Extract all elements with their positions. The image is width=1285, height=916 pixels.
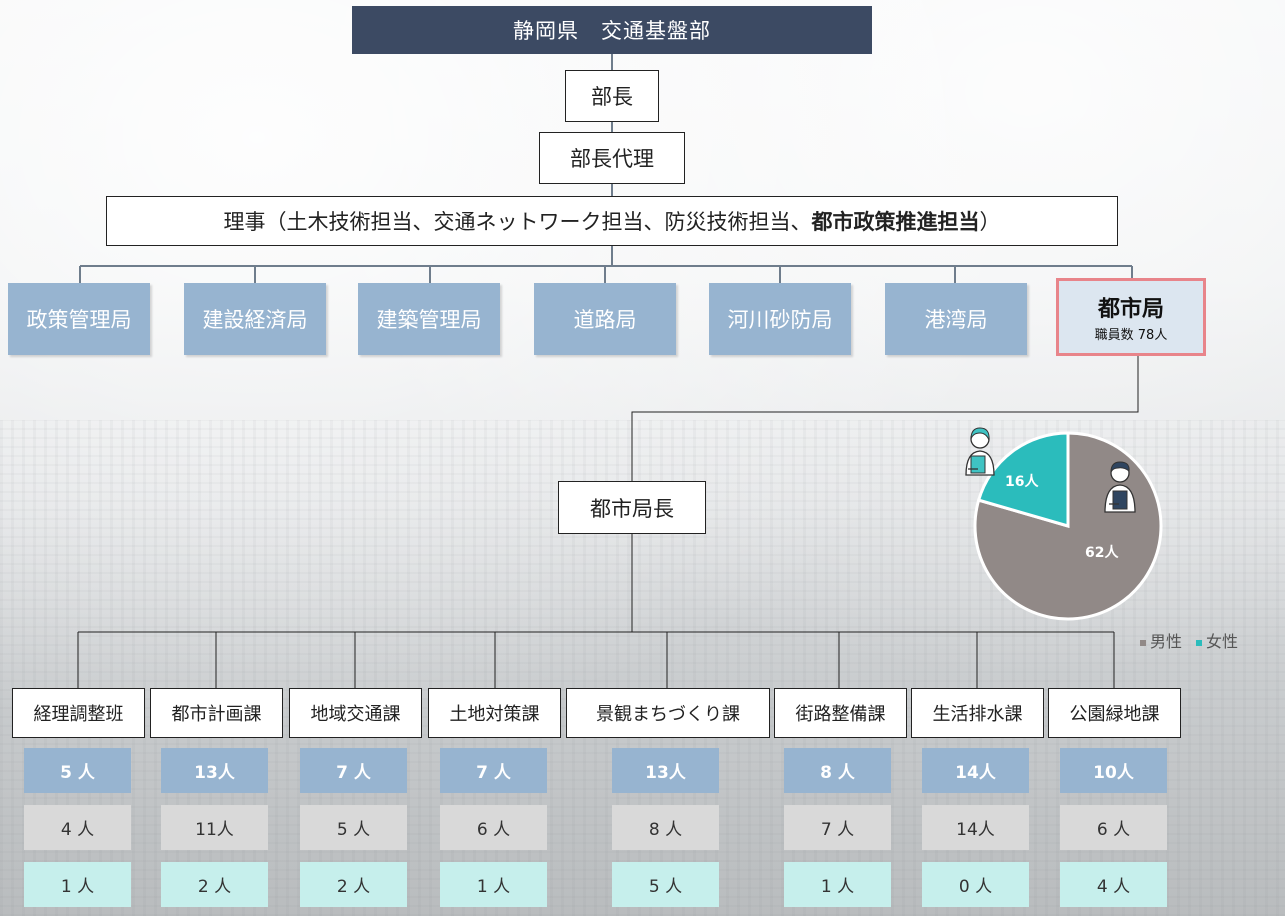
executive-prefix: 理事（土木技術担当、交通ネットワーク担当、防災技術担当、 — [223, 210, 812, 234]
bureau-rivers-erosion: 河川砂防局 — [709, 283, 851, 355]
section-wastewater-total: 14人 — [922, 748, 1029, 793]
deputy-director-box: 部長代理 — [539, 132, 685, 184]
bureau-policy-management: 政策管理局 — [8, 283, 150, 355]
bureau-building-management: 建築管理局 — [358, 283, 500, 355]
section-street-development: 街路整備課 — [774, 688, 907, 738]
section-parks-greenery-total: 10人 — [1060, 748, 1167, 793]
director-box: 部長 — [565, 70, 659, 122]
city-bureau-staff-count: 職員数 78人 — [1094, 328, 1168, 343]
executive-suffix: ） — [979, 210, 1001, 234]
section-accounting: 経理調整班 — [12, 688, 145, 738]
pie-label-female: 16人 — [1005, 474, 1039, 490]
section-landscape-community: 景観まちづくり課 — [566, 688, 770, 738]
legend-label-male: 男性 — [1150, 632, 1183, 651]
section-land-policy: 土地対策課 — [428, 688, 561, 738]
bureau-roads: 道路局 — [534, 283, 676, 355]
section-city-planning-female: 2 人 — [161, 862, 268, 907]
section-landscape-community-female: 5 人 — [612, 862, 719, 907]
section-landscape-community-total: 13人 — [612, 748, 719, 793]
city-bureau-head-box: 都市局長 — [558, 481, 706, 534]
bureau-city-highlight: 都市局 職員数 78人 — [1056, 278, 1206, 356]
section-land-policy-male: 6 人 — [440, 805, 547, 850]
legend-label-female: 女性 — [1206, 632, 1239, 651]
section-city-planning-total: 13人 — [161, 748, 268, 793]
department-title: 静岡県 交通基盤部 — [352, 6, 872, 54]
section-street-development-female: 1 人 — [784, 862, 891, 907]
section-city-planning-male: 11人 — [161, 805, 268, 850]
legend-swatch-male — [1140, 639, 1146, 646]
section-wastewater: 生活排水課 — [911, 688, 1044, 738]
female-staff-icon — [965, 427, 995, 476]
section-accounting-female: 1 人 — [24, 862, 131, 907]
section-accounting-total: 5 人 — [24, 748, 131, 793]
city-bureau-name: 都市局 — [1097, 297, 1164, 322]
section-regional-transport: 地域交通課 — [289, 688, 422, 738]
section-regional-transport-female: 2 人 — [300, 862, 407, 907]
section-street-development-total: 8 人 — [784, 748, 891, 793]
executive-box: 理事（土木技術担当、交通ネットワーク担当、防災技術担当、都市政策推進担当） — [106, 196, 1118, 246]
section-land-policy-total: 7 人 — [440, 748, 547, 793]
section-landscape-community-male: 8 人 — [612, 805, 719, 850]
pie-legend: 男性 女性 — [1140, 628, 1238, 652]
legend-swatch-female — [1196, 639, 1203, 646]
section-parks-greenery: 公園緑地課 — [1048, 688, 1181, 738]
section-parks-greenery-male: 6 人 — [1060, 805, 1167, 850]
male-staff-icon — [1104, 461, 1136, 513]
executive-highlight: 都市政策推進担当 — [811, 210, 980, 234]
section-street-development-male: 7 人 — [784, 805, 891, 850]
pie-slice-female — [976, 431, 1070, 528]
section-land-policy-female: 1 人 — [440, 862, 547, 907]
section-wastewater-male: 14人 — [922, 805, 1029, 850]
section-regional-transport-male: 5 人 — [300, 805, 407, 850]
pie-label-male: 62人 — [1085, 545, 1119, 561]
section-parks-greenery-female: 4 人 — [1060, 862, 1167, 907]
bureau-ports: 港湾局 — [885, 283, 1027, 355]
legend-item-female: 女性 — [1196, 628, 1238, 652]
bureau-construction-economy: 建設経済局 — [184, 283, 326, 355]
section-city-planning: 都市計画課 — [150, 688, 283, 738]
section-wastewater-female: 0 人 — [922, 862, 1029, 907]
legend-item-male: 男性 — [1140, 628, 1182, 652]
section-accounting-male: 4 人 — [24, 805, 131, 850]
section-regional-transport-total: 7 人 — [300, 748, 407, 793]
